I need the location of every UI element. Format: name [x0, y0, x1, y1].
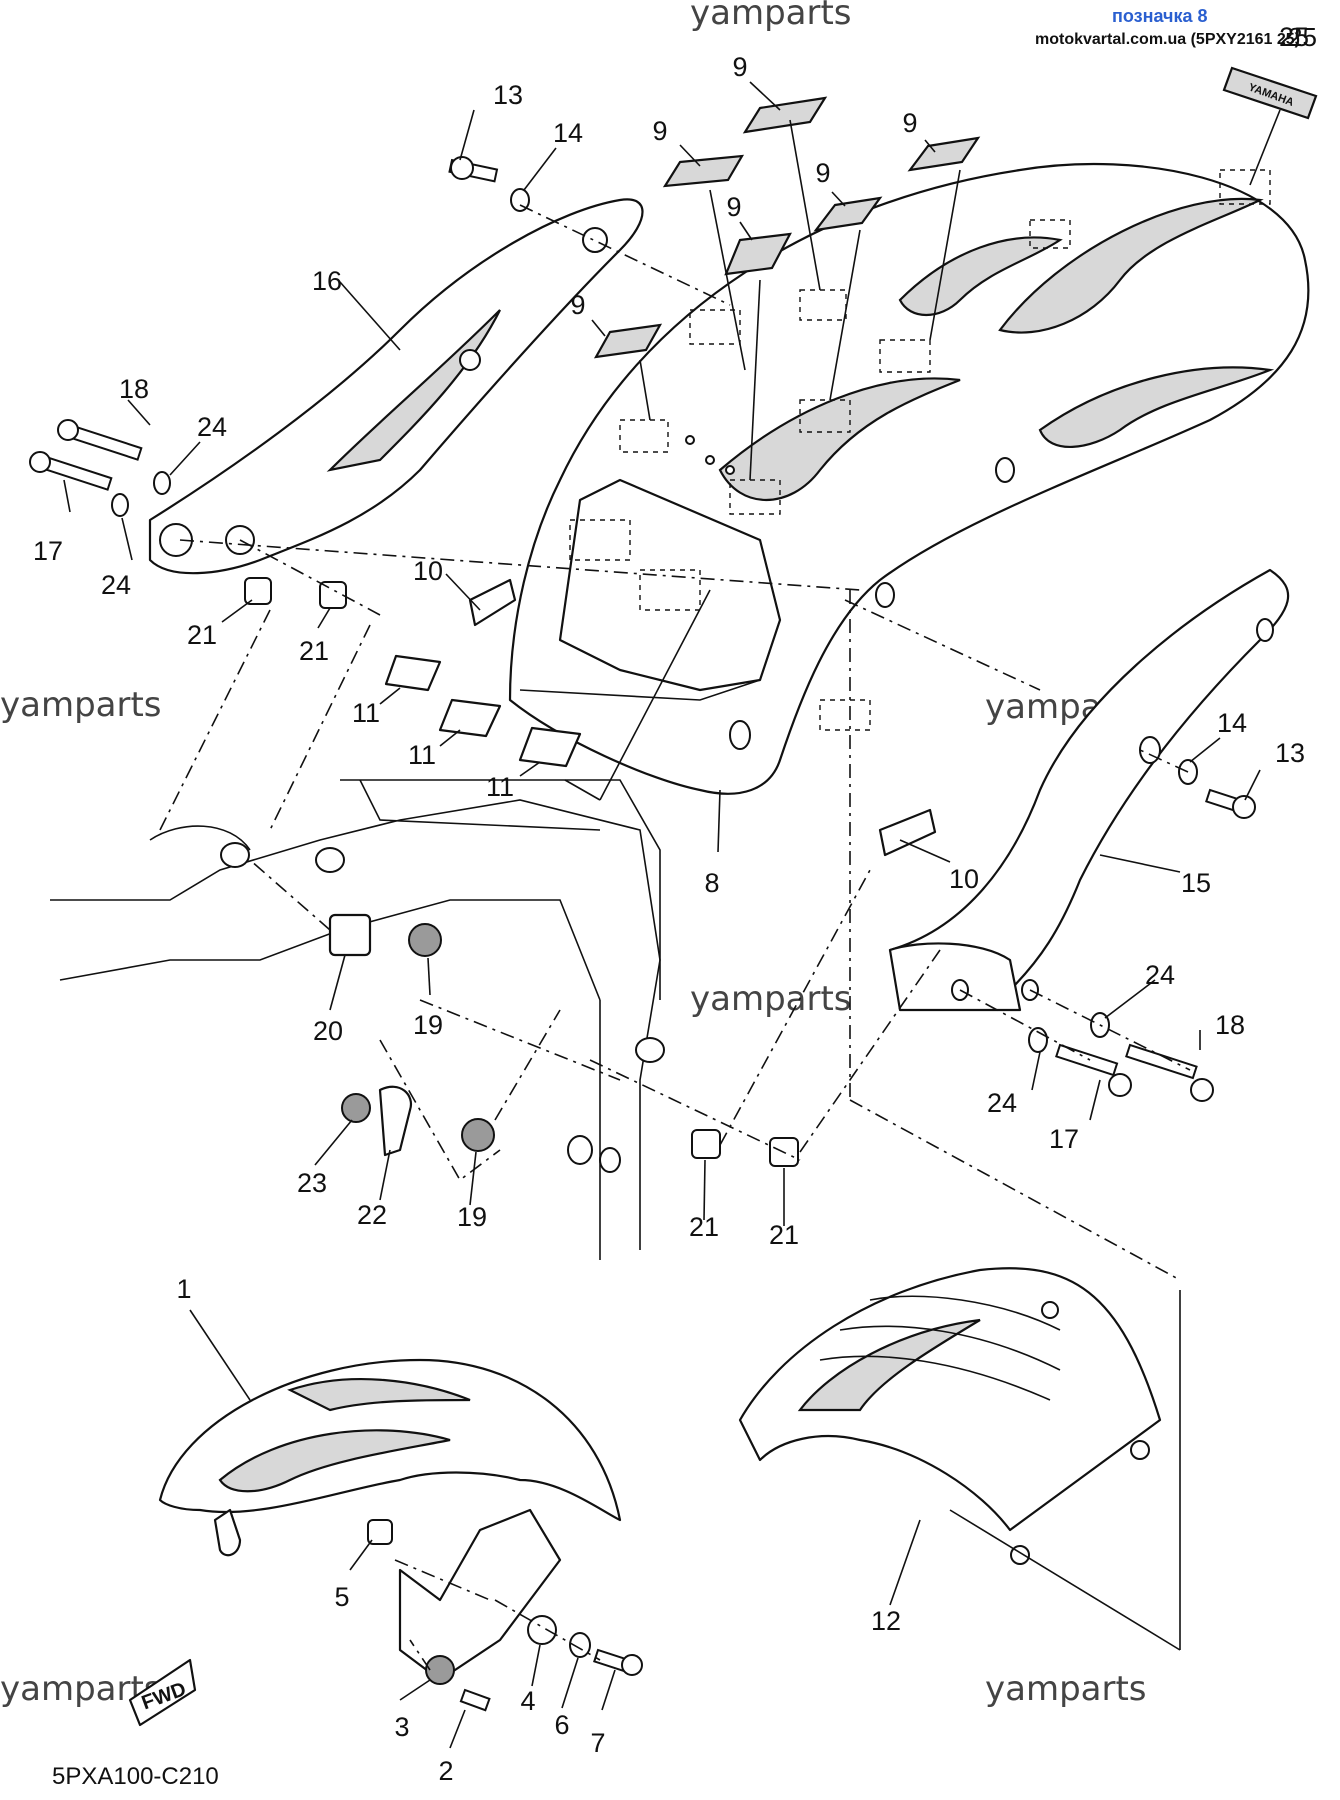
callout-3: 3	[394, 1712, 409, 1742]
leader-lines	[63, 81, 1261, 1749]
rear-mudguard-inner	[738, 1267, 1162, 1565]
callout-13: 13	[493, 80, 523, 110]
callout-24: 24	[1145, 960, 1175, 990]
callout-9: 9	[570, 290, 585, 320]
rear-fender	[508, 162, 1310, 795]
right-fender-stay	[888, 568, 1290, 1012]
callout-7: 7	[590, 1728, 605, 1758]
callout-19: 19	[413, 1010, 443, 1040]
callout-10: 10	[949, 864, 979, 894]
callout-9: 9	[902, 108, 917, 138]
callout-24: 24	[197, 412, 227, 442]
callout-4: 4	[520, 1686, 535, 1716]
header-tag-label[interactable]: позначка 8	[1112, 6, 1208, 26]
callout-labels: 13 14 9 9 9 9 9 9 25 16 18 24 17 24 10 2…	[33, 22, 1309, 1786]
callout-21: 21	[299, 636, 329, 666]
callout-21: 21	[689, 1212, 719, 1242]
callout-17: 17	[1049, 1124, 1079, 1154]
callout-2: 2	[438, 1756, 453, 1786]
callout-15: 15	[1181, 868, 1211, 898]
callout-9: 9	[732, 52, 747, 82]
callout-18: 18	[119, 374, 149, 404]
callout-16: 16	[312, 266, 342, 296]
decal-set	[384, 96, 981, 768]
watermark: yamparts	[0, 685, 162, 725]
callout-11: 11	[352, 698, 380, 728]
callout-25: 25	[1279, 22, 1309, 52]
callout-12: 12	[871, 1606, 901, 1636]
callout-8: 8	[704, 868, 719, 898]
callout-13: 13	[1275, 738, 1305, 768]
callout-20: 20	[313, 1016, 343, 1046]
yamaha-emblem: YAMAHA	[1222, 66, 1318, 186]
bracket-20	[328, 913, 372, 957]
callout-19: 19	[457, 1202, 487, 1232]
callout-23: 23	[297, 1168, 327, 1198]
watermark: yamparts	[690, 979, 852, 1019]
callout-14: 14	[553, 118, 583, 148]
watermark: yamparts	[985, 1669, 1147, 1709]
watermark: yamparts	[690, 0, 852, 33]
clip-nuts-10	[468, 578, 937, 857]
callout-11: 11	[486, 772, 514, 802]
callout-18: 18	[1215, 1010, 1245, 1040]
callout-21: 21	[769, 1220, 799, 1250]
callout-11: 11	[408, 740, 436, 770]
callout-22: 22	[357, 1200, 387, 1230]
callout-1: 1	[176, 1274, 191, 1304]
diagram-code: 5PXA100-C210	[52, 1763, 219, 1790]
page-number: 25	[1288, 22, 1317, 52]
callout-24: 24	[987, 1088, 1017, 1118]
callout-6: 6	[554, 1710, 569, 1740]
frame-section	[50, 779, 665, 1260]
callout-24: 24	[101, 570, 131, 600]
callout-17: 17	[33, 536, 63, 566]
header-source-label: motokvartal.com.ua (5PXY2161 25)	[1035, 31, 1300, 48]
callout-9: 9	[652, 116, 667, 146]
callout-5: 5	[334, 1582, 349, 1612]
callout-21: 21	[187, 620, 217, 650]
callout-14: 14	[1217, 708, 1247, 738]
callout-9: 9	[726, 192, 741, 222]
callout-9: 9	[815, 158, 830, 188]
callout-10: 10	[413, 556, 443, 586]
